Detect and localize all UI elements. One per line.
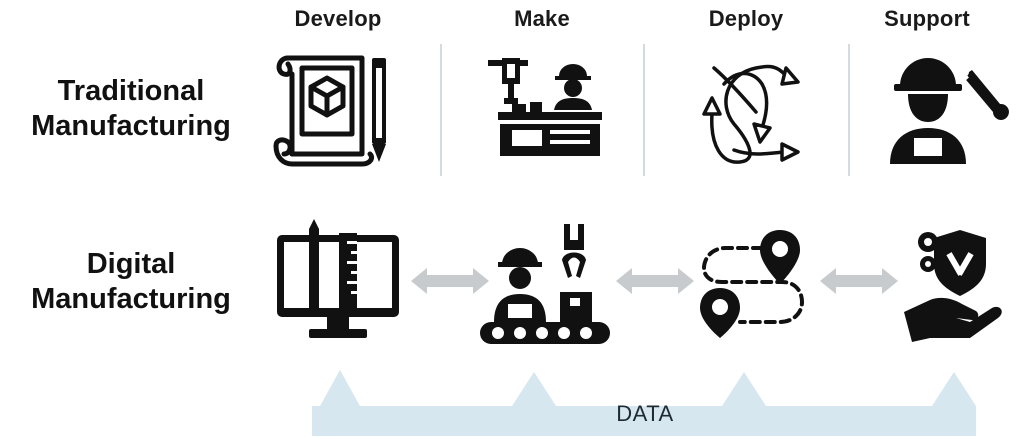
column-header-support: Support bbox=[884, 6, 970, 31]
column-divider-2 bbox=[643, 44, 645, 176]
row-label-digital-line2: Manufacturing bbox=[31, 283, 231, 315]
column-header-make: Make bbox=[514, 6, 570, 31]
row-label-traditional: Traditional Manufacturing bbox=[0, 74, 262, 144]
blueprint-pencil-icon bbox=[273, 55, 386, 167]
worker-tools-icon bbox=[890, 58, 1009, 164]
column-header-develop: Develop bbox=[294, 6, 382, 31]
route-map-pins-icon bbox=[700, 230, 805, 338]
crossing-arrows-icon bbox=[702, 64, 800, 164]
hand-shield-gear-icon bbox=[904, 230, 1002, 342]
double-arrow-make-deploy bbox=[616, 268, 694, 294]
column-header-deploy: Deploy bbox=[708, 6, 784, 31]
column-divider-3 bbox=[848, 44, 850, 176]
data-bar bbox=[312, 370, 976, 436]
monitor-design-icon bbox=[277, 219, 399, 338]
column-divider-1 bbox=[440, 44, 442, 176]
double-arrow-develop-make bbox=[411, 268, 489, 294]
robot-arm-workstation-icon bbox=[488, 58, 602, 156]
double-arrow-deploy-support bbox=[820, 268, 898, 294]
row-label-traditional-line1: Traditional bbox=[57, 75, 205, 107]
conveyor-robot-icon bbox=[480, 224, 610, 344]
row-label-digital-line1: Digital bbox=[86, 248, 176, 280]
data-bar-label: DATA bbox=[616, 401, 674, 426]
row-label-digital: Digital Manufacturing bbox=[0, 247, 262, 317]
row-label-traditional-line2: Manufacturing bbox=[31, 110, 231, 142]
